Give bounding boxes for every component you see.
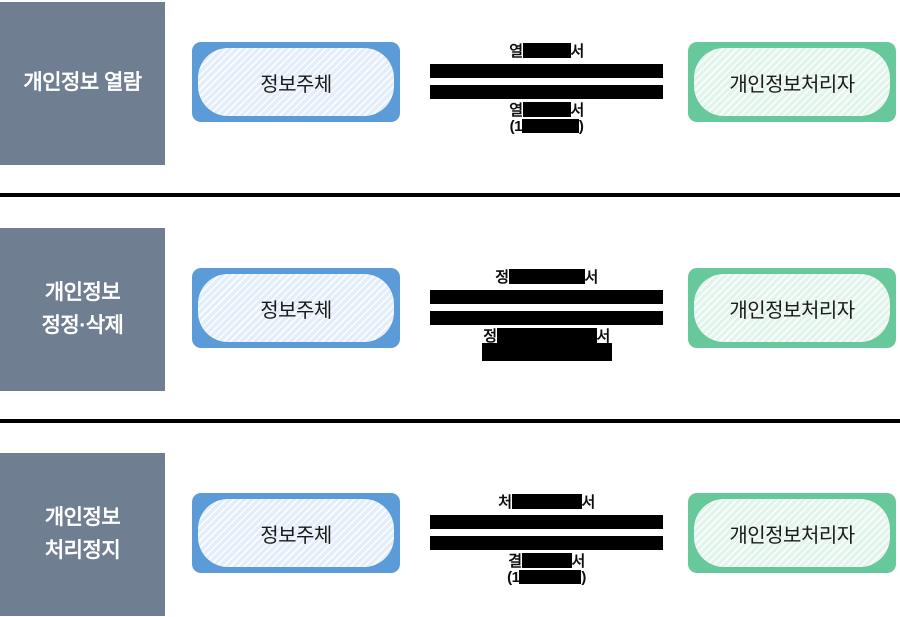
- category-label-correction: 개인정보 정정·삭제: [0, 228, 165, 391]
- label-prefix: 처: [498, 493, 512, 511]
- flow-row-correction-deletion: 개인정보 정정·삭제 정보주체 정 서 정 서 개인정보처리자: [0, 226, 900, 392]
- label-prefix: 열: [509, 101, 523, 119]
- label-prefix: 열: [509, 42, 523, 60]
- category-line: 처리정지: [44, 538, 121, 562]
- subject-node-label: 정보주체: [198, 274, 394, 342]
- response-label: 정 서: [430, 327, 663, 345]
- label-suffix: 서: [571, 552, 586, 570]
- label-prefix: (1: [509, 117, 523, 135]
- category-label-access: 개인정보 열람: [0, 2, 165, 165]
- deadline-label: [430, 343, 663, 361]
- redacted-arrow-left: [430, 536, 663, 550]
- subject-node: 정보주체: [192, 42, 400, 122]
- label-suffix: ): [578, 117, 584, 135]
- redaction-box: [521, 552, 572, 568]
- request-label: 열 서: [430, 42, 663, 60]
- request-label: 처 서: [430, 493, 663, 511]
- redacted-arrow-right: [430, 290, 663, 304]
- row-divider: [0, 419, 900, 423]
- redaction-box: [522, 42, 571, 58]
- label-prefix: 결: [508, 552, 522, 570]
- processor-node-label: 개인정보처리자: [694, 48, 890, 116]
- redacted-arrow-right: [430, 64, 663, 78]
- label-prefix: 정: [495, 268, 509, 286]
- redaction-box: [496, 327, 597, 343]
- processor-node: 개인정보처리자: [688, 268, 896, 348]
- subject-node-label: 정보주체: [198, 48, 394, 116]
- label-suffix: 서: [596, 327, 611, 345]
- redaction-box: [522, 101, 571, 117]
- redacted-arrow-left: [430, 311, 663, 325]
- redacted-arrow-right: [430, 515, 663, 529]
- label-suffix: ): [581, 568, 586, 586]
- redaction-box: [521, 119, 579, 133]
- redaction-box: [481, 343, 612, 361]
- deadline-label: (1 ): [430, 568, 663, 586]
- flow-row-access: 개인정보 열람 정보주체 열 서 열 서 (1 ) 개인정보처리자: [0, 0, 900, 166]
- response-label: 열 서: [430, 101, 663, 119]
- label-suffix: 서: [584, 268, 599, 286]
- row-divider: [0, 193, 900, 197]
- processor-node: 개인정보처리자: [688, 493, 896, 573]
- processor-node: 개인정보처리자: [688, 42, 896, 122]
- label-suffix: 서: [581, 493, 596, 511]
- category-line: 정정·삭제: [41, 313, 124, 337]
- label-prefix: 정: [483, 327, 497, 345]
- subject-node-label: 정보주체: [198, 499, 394, 567]
- label-prefix: (1: [507, 568, 520, 586]
- processor-node-label: 개인정보처리자: [694, 274, 890, 342]
- response-label: 결 서: [430, 552, 663, 570]
- category-line: 개인정보: [44, 280, 121, 304]
- category-label-processing-stop: 개인정보 처리정지: [0, 453, 165, 616]
- label-suffix: 서: [570, 42, 585, 60]
- category-line: 개인정보: [44, 505, 121, 529]
- redacted-arrow-left: [430, 85, 663, 99]
- deadline-label: (1 ): [430, 117, 663, 135]
- processor-node-label: 개인정보처리자: [694, 499, 890, 567]
- flow-row-processing-stop: 개인정보 처리정지 정보주체 처 서 결 서 (1 ) 개인정보처리자: [0, 451, 900, 617]
- request-label: 정 서: [430, 268, 663, 286]
- subject-node: 정보주체: [192, 493, 400, 573]
- redaction-box: [508, 268, 585, 284]
- redaction-box: [519, 570, 582, 584]
- label-suffix: 서: [570, 101, 585, 119]
- redaction-box: [511, 493, 582, 509]
- subject-node: 정보주체: [192, 268, 400, 348]
- category-line: 개인정보 열람: [23, 71, 142, 95]
